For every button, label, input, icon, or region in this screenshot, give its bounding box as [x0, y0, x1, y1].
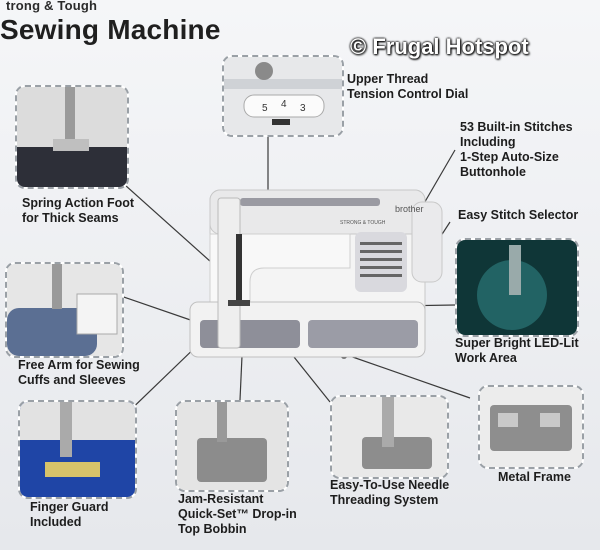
header-title: Sewing Machine: [0, 14, 221, 45]
caption-bobbin-line1: Jam-Resistant: [178, 492, 264, 506]
caption-bobbin: Jam-Resistant Quick-Set™ Drop-in Top Bob…: [178, 492, 297, 537]
thumb-upper-thread: 5 4 3: [222, 55, 344, 137]
thumb-spring-foot: [15, 85, 129, 189]
caption-upper-thread-line1: Upper Thread: [347, 72, 429, 86]
caption-stitches-line2: Including: [460, 135, 516, 149]
caption-finger-line2: Included: [30, 515, 82, 529]
caption-stitches: 53 Built-in Stitches Including 1-Step Au…: [460, 120, 573, 180]
caption-bobbin-line2: Quick-Set™ Drop-in: [178, 507, 297, 521]
caption-led-line2: Work Area: [455, 351, 517, 365]
caption-spring-line1: Spring Action Foot: [22, 196, 135, 210]
brand-label: brother: [395, 204, 424, 214]
caption-stitches-line1: 53 Built-in Stitches: [460, 120, 573, 134]
caption-upper-thread-line2: Tension Control Dial: [347, 87, 469, 101]
caption-selector-line1: Easy Stitch Selector: [458, 208, 579, 222]
sewing-machine-illustration: brother STRONG & TOUGH: [189, 189, 443, 358]
caption-free-arm: Free Arm for Sewing Cuffs and Sleeves: [18, 358, 140, 388]
caption-needle-line2: Threading System: [330, 493, 439, 507]
caption-free-arm-line2: Cuffs and Sleeves: [18, 373, 126, 387]
thumb-metal-frame: [478, 385, 584, 469]
caption-stitches-line3: 1-Step Auto-Size: [460, 150, 559, 164]
thumb-finger-guard: [18, 400, 137, 499]
dial-number-4: 4: [281, 99, 287, 110]
thumb-needle-threading: [330, 395, 449, 479]
caption-free-arm-line1: Free Arm for Sewing: [18, 358, 140, 372]
caption-selector: Easy Stitch Selector: [458, 208, 578, 223]
thumb-free-arm: [5, 262, 124, 358]
model-label: STRONG & TOUGH: [340, 220, 386, 226]
dial-number-3: 3: [300, 103, 306, 114]
caption-finger: Finger Guard Included: [30, 500, 108, 530]
caption-spring: Spring Action Foot for Thick Seams: [22, 196, 134, 226]
caption-bobbin-line3: Top Bobbin: [178, 522, 247, 536]
caption-upper-thread: Upper Thread Tension Control Dial: [347, 72, 468, 102]
thumb-bobbin: [175, 400, 289, 492]
header-subtitle: trong & Tough: [6, 0, 98, 13]
caption-led-line1: Super Bright LED-Lit: [455, 336, 579, 350]
caption-frame: Metal Frame: [498, 470, 571, 485]
watermark: © Frugal Hotspot: [350, 34, 529, 59]
thumb-led-work-area: [455, 238, 579, 337]
caption-needle-line1: Easy-To-Use Needle: [330, 478, 450, 492]
caption-finger-line1: Finger Guard: [30, 500, 109, 514]
caption-stitches-line4: Buttonhole: [460, 165, 526, 179]
dial-number-5: 5: [262, 103, 268, 114]
caption-needle: Easy-To-Use Needle Threading System: [330, 478, 449, 508]
caption-spring-line2: for Thick Seams: [22, 211, 119, 225]
caption-frame-line1: Metal Frame: [498, 470, 571, 484]
caption-led: Super Bright LED-Lit Work Area: [455, 336, 579, 366]
